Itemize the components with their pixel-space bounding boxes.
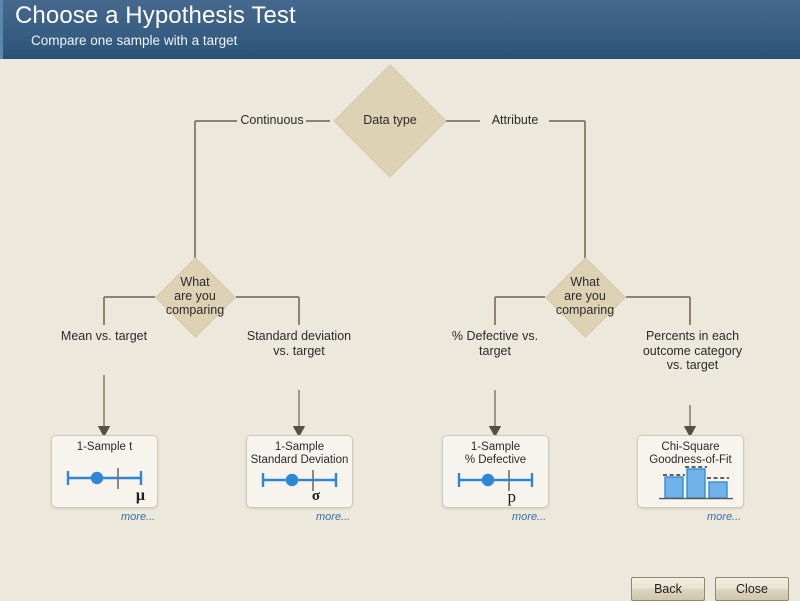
page-title: Choose a Hypothesis Test: [15, 2, 296, 29]
more-link-1-sample-t[interactable]: more...: [121, 511, 156, 523]
edge-label-continuous: Continuous: [240, 113, 304, 127]
page-header: Choose a Hypothesis Test Compare one sam…: [0, 0, 800, 59]
card-1-sample-pct-defective-title: 1-Sample % Defective: [464, 441, 527, 466]
edge-label-stdev-vs-target: Standard deviation vs. target: [246, 329, 352, 358]
card-1-sample-t[interactable]: 1-Sample t μ: [51, 435, 158, 508]
card-1-sample-t-symbol: μ: [135, 487, 145, 504]
edge-label-percents-in-each-category: Percents in each outcome category vs. ta…: [642, 329, 743, 372]
card-1-sample-standard-deviation-graphic: [261, 470, 338, 491]
decision-tree-canvas: Data type Continuous Attribute What are …: [0, 59, 800, 601]
card-1-sample-standard-deviation-title: 1-Sample Standard Deviation: [250, 441, 349, 466]
card-chi-square-goodness-of-fit-graphic: [659, 466, 733, 500]
card-chi-square-goodness-of-fit-title: Chi-Square Goodness-of-Fit: [649, 441, 732, 466]
card-1-sample-t-title: 1-Sample t: [76, 441, 133, 453]
card-1-sample-pct-defective[interactable]: 1-Sample % Defective p: [442, 435, 549, 508]
more-link-1-sample-pct-defective[interactable]: more...: [512, 511, 547, 523]
card-1-sample-t-graphic: [66, 468, 143, 489]
card-chi-square-goodness-of-fit[interactable]: Chi-Square Goodness-of-Fit: [637, 435, 744, 508]
edge-label-pct-defective-vs-target: % Defective vs. target: [451, 329, 539, 358]
close-button[interactable]: Close: [715, 577, 789, 601]
card-1-sample-standard-deviation[interactable]: 1-Sample Standard Deviation σ: [246, 435, 353, 508]
page-subtitle: Compare one sample with a target: [31, 33, 238, 48]
edge-label-mean-vs-target: Mean vs. target: [60, 329, 148, 343]
card-1-sample-pct-defective-symbol: p: [507, 487, 517, 506]
card-1-sample-pct-defective-graphic: [457, 470, 534, 491]
back-button[interactable]: Back: [631, 577, 705, 601]
card-1-sample-standard-deviation-symbol: σ: [311, 488, 320, 504]
edge-label-attribute: Attribute: [491, 113, 539, 127]
more-link-chi-square-goodness-of-fit[interactable]: more...: [707, 511, 742, 523]
more-link-1-sample-standard-deviation[interactable]: more...: [316, 511, 351, 523]
connector-lines: [97, 120, 697, 438]
